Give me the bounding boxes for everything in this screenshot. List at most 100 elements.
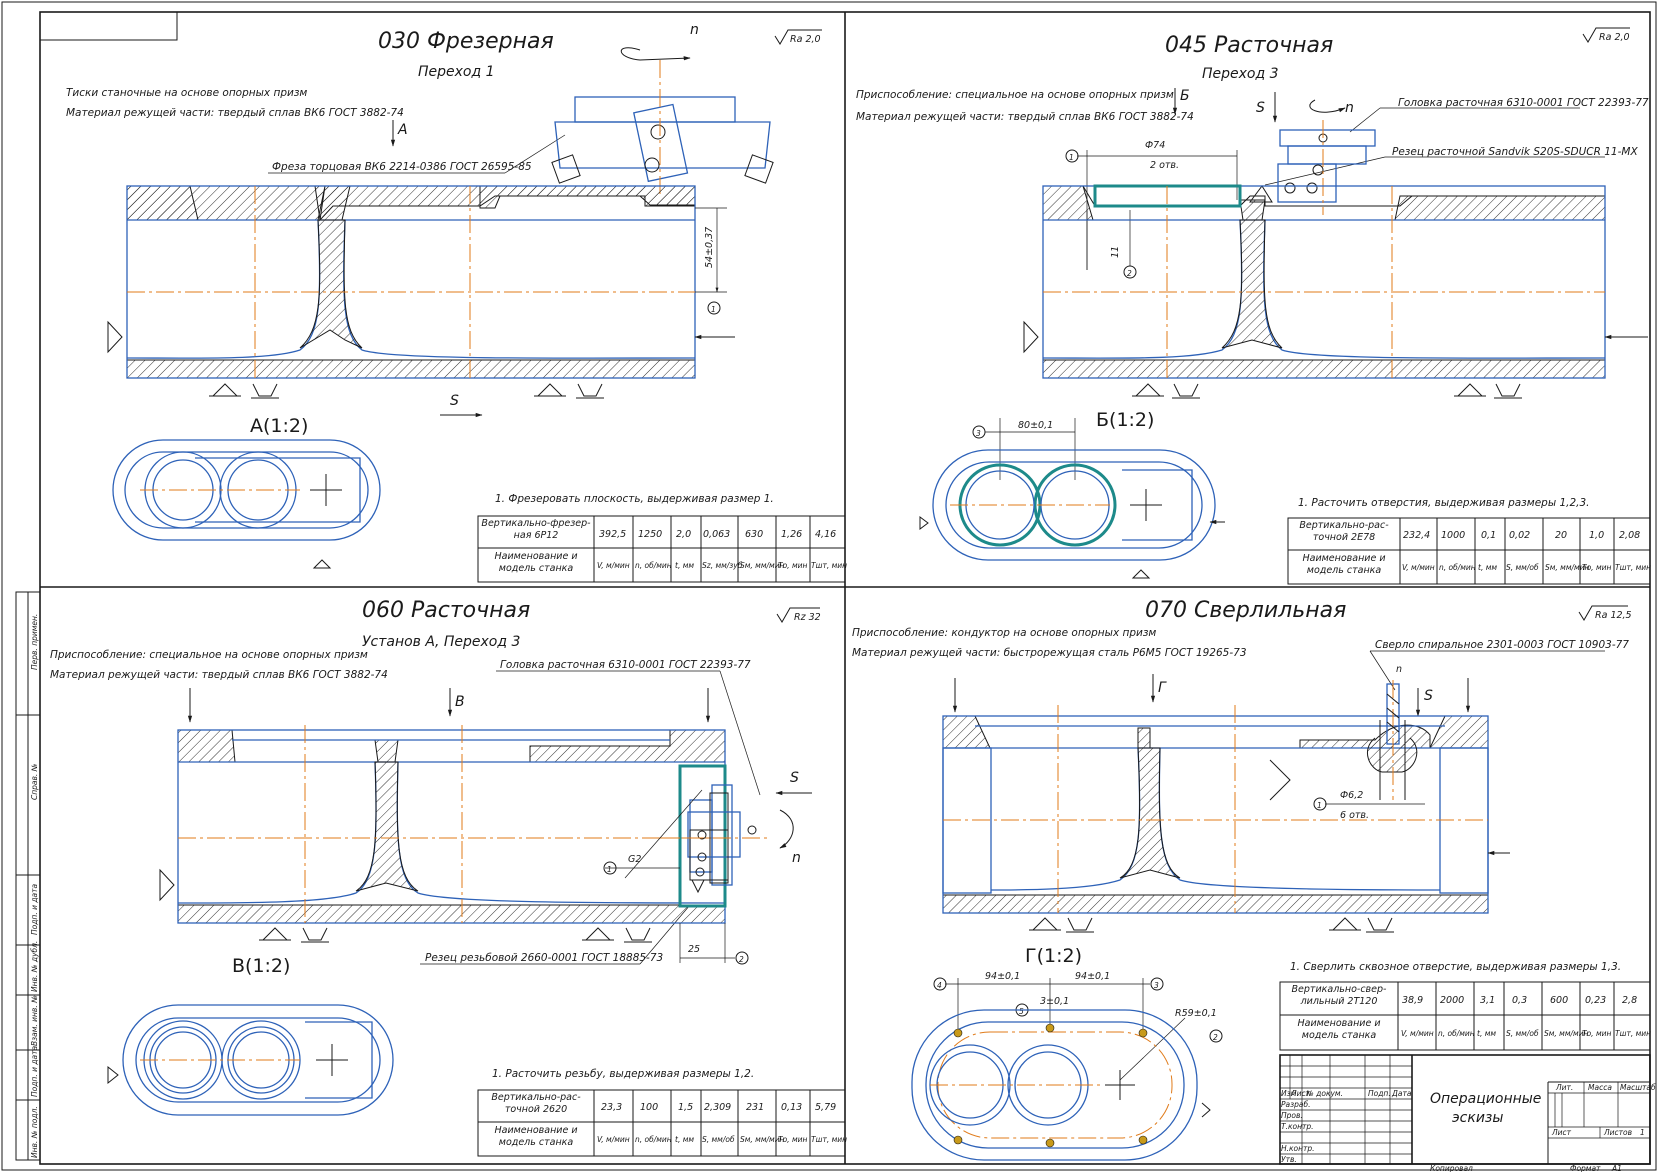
- op-030-tool: Фреза торцовая ВК6 2214-0386 ГОСТ 26595-…: [272, 161, 532, 173]
- op-070-unit-t: t, мм: [1477, 1029, 1496, 1038]
- op-060-unit-t: t, мм: [675, 1135, 694, 1144]
- op-060-v: 23,3: [601, 1102, 622, 1113]
- op-060-unit-to: То, мин: [778, 1135, 807, 1144]
- op-030-v: 392,5: [599, 529, 626, 540]
- op-070-s: 0,3: [1512, 995, 1527, 1006]
- op-045-tsh: 2,08: [1619, 530, 1640, 541]
- op-030-unit-v: V, м/мин: [597, 561, 630, 570]
- op-060-t: 1,5: [678, 1102, 693, 1113]
- op-070-unit-s: S, мм/об: [1506, 1029, 1539, 1038]
- side-label-6: Подп. и дата: [30, 1046, 39, 1097]
- svg-text:2: 2: [739, 955, 744, 964]
- op-070-unit-to: То, мин: [1582, 1029, 1611, 1038]
- stamp-sheets-count: 1: [1640, 1128, 1645, 1137]
- op-070-section-label: Г(1:2): [1025, 945, 1082, 967]
- op-045-unit-v: V, м/мин: [1402, 563, 1435, 572]
- op-045-fixture: Приспособление: специальное на основе оп…: [856, 89, 1174, 101]
- side-label-4: Инв. № дубл.: [30, 941, 39, 992]
- side-label-5: Взам. инв. №: [30, 995, 39, 1046]
- op-070-unit-sm: Sм, мм/мин: [1544, 1029, 1589, 1038]
- stamp-format: Формат: [1570, 1164, 1601, 1172]
- svg-text:2: 2: [1213, 1033, 1218, 1042]
- op-070-feed: S: [1424, 688, 1433, 704]
- op-070-to: 0,23: [1585, 995, 1606, 1006]
- section-v-view: [107, 1004, 394, 1116]
- op-070-machine: Вертикально-свер-лильный 2Т120: [1291, 984, 1387, 1007]
- roughness-mark: Ra 2,0: [1582, 27, 1630, 43]
- op-045-machine: Вертикально-рас-точной 2Е78: [1299, 520, 1389, 543]
- op-070-unit-tsh: Тшт, мин: [1615, 1029, 1651, 1038]
- section-b-view: 3 80±0,1: [919, 418, 1225, 579]
- op-045-tool-cutter: Резец расточной Sandvik S20S-SDUCR 11-MX: [1392, 146, 1638, 158]
- housing-section-070: [942, 705, 1510, 933]
- stamp-row-appr: Утв.: [1281, 1155, 1297, 1164]
- housing-section-030: 54±0,37 1 S: [107, 185, 735, 418]
- op-070-n: 2000: [1440, 995, 1464, 1006]
- op-045-feed: S: [1256, 100, 1265, 116]
- op-045-t: 0,1: [1481, 530, 1496, 541]
- op-045-subtitle: Переход 3: [1202, 66, 1279, 82]
- svg-text:3: 3: [976, 429, 981, 438]
- stamp-row-check: Пров.: [1281, 1111, 1303, 1120]
- op-060-rotation: n: [792, 850, 801, 866]
- stamp-sheet: Лист: [1551, 1128, 1572, 1137]
- stamp-format-value: А1: [1611, 1164, 1622, 1172]
- stamp-scale: Масштаб: [1620, 1083, 1656, 1092]
- side-stamp: Перв. примен. Справ. № Подп. и дата Инв.…: [15, 591, 41, 1161]
- op-070-dim-radius: R59±0,1: [1175, 1008, 1217, 1019]
- stamp-row-tcontr: Т.контр.: [1281, 1122, 1314, 1131]
- op-060-tool-head: Головка расточная 6310-0001 ГОСТ 22393-7…: [500, 659, 751, 671]
- op-060-fixture: Приспособление: специальное на основе оп…: [50, 649, 368, 661]
- op-060-view-letter: В: [455, 694, 465, 710]
- op-045-unit-to: То, мин: [1582, 563, 1611, 572]
- op-030-n: 1250: [638, 529, 662, 540]
- op-070-roughness: Ra 12,5: [1595, 610, 1632, 621]
- op-030-title: 030 Фрезерная: [378, 29, 554, 54]
- stamp-col-list: Лист: [1290, 1089, 1311, 1098]
- op-060-task: 1. Расточить резьбу, выдерживая размеры …: [492, 1068, 754, 1080]
- op-045-v: 232,4: [1403, 530, 1430, 541]
- op-045-to: 1,0: [1589, 530, 1604, 541]
- op-060-unit-tsh: Тшт, мин: [811, 1135, 847, 1144]
- roughness-mark: Ra 12,5: [1578, 605, 1632, 621]
- op-060-feed: S: [790, 770, 799, 786]
- milling-cutter: n: [551, 22, 774, 196]
- op-070-dim-holes: 6 отв.: [1340, 810, 1369, 821]
- op-070-dim-a: 94±0,1: [985, 971, 1020, 982]
- op-030-fixture: Тиски станочные на основе опорных призм: [66, 87, 307, 99]
- op-045-material: Материал режущей части: твердый сплав ВК…: [856, 111, 1194, 123]
- section-a-view: [112, 439, 381, 569]
- op-070-title: 070 Сверлильная: [1145, 598, 1346, 623]
- op-030-tsh: 4,16: [815, 529, 836, 540]
- op-070-dim-c: 3±0,1: [1040, 996, 1069, 1007]
- op-070-caption: Наименование и модель станка: [1297, 1018, 1381, 1041]
- op-070-tsh: 2,8: [1622, 995, 1637, 1006]
- op-070-v: 38,9: [1402, 995, 1423, 1006]
- op-045-unit-s: S, мм/об: [1506, 563, 1539, 572]
- op-045-n: 1000: [1441, 530, 1465, 541]
- svg-text:5: 5: [1019, 1007, 1024, 1016]
- op-045-unit-tsh: Тшт, мин: [1615, 563, 1651, 572]
- op-030-sm: 630: [745, 529, 763, 540]
- op-045-dim-holes: 2 отв.: [1150, 160, 1179, 171]
- op-045-task: 1. Расточить отверстия, выдерживая разме…: [1298, 497, 1590, 509]
- twist-drill: [1386, 680, 1400, 800]
- op-060-subtitle: Установ А, Переход 3: [362, 634, 520, 650]
- op-045-title: 045 Расточная: [1165, 33, 1333, 58]
- stamp-copied: Копировал: [1430, 1164, 1473, 1172]
- cutting-modes-table-030: Вертикально-фрезер-ная 6Р12 Наименование…: [477, 515, 847, 583]
- op-045-dim-pitch: 80±0,1: [1018, 420, 1053, 431]
- op-045-view-letter: Б: [1180, 88, 1190, 104]
- op-030-unit-s: Sz, мм/зуб: [702, 561, 743, 570]
- op-030-subtitle: Переход 1: [418, 64, 495, 80]
- op-070-sm: 600: [1550, 995, 1568, 1006]
- op-070-fixture: Приспособление: кондуктор на основе опор…: [852, 627, 1156, 639]
- op-060-roughness: Rz 32: [794, 612, 821, 623]
- op-070-tool: Сверло спиральное 2301-0003 ГОСТ 10903-7…: [1375, 639, 1629, 651]
- op-060-sm: 231: [746, 1102, 764, 1113]
- op-060-title: 060 Расточная: [362, 598, 530, 623]
- op-045-dim-diameter: Ф74: [1145, 140, 1165, 151]
- op-060-unit-v: V, м/мин: [597, 1135, 630, 1144]
- operation-030: 030 Фрезерная Переход 1 Ra 2,0 Тиски ста…: [66, 22, 847, 583]
